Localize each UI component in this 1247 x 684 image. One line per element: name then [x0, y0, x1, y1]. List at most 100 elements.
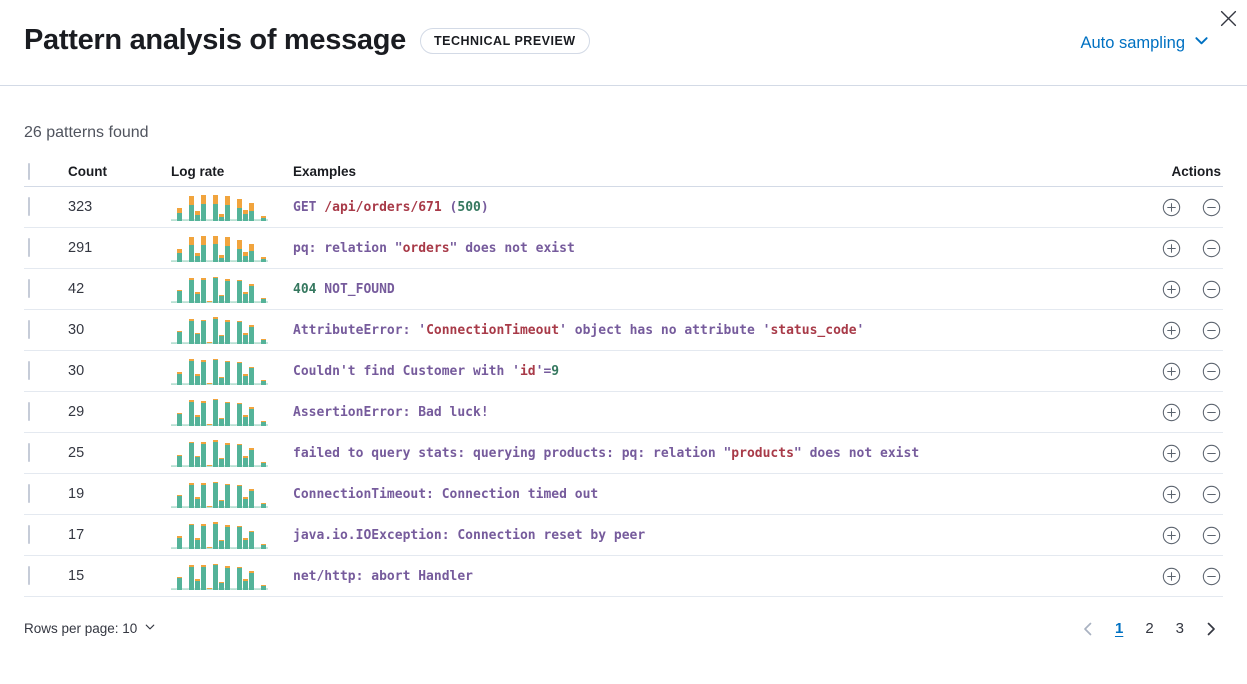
filter-in-pattern-button[interactable] [1162, 526, 1181, 545]
count-cell: 323 [68, 199, 93, 215]
table-body: 323 GET /api/orders/671 (500) 291 pq: re… [24, 187, 1223, 597]
column-header-count: Count [68, 164, 107, 179]
sampling-dropdown-label: Auto sampling [1080, 33, 1185, 52]
close-icon [1220, 10, 1237, 30]
flyout-content: 26 patterns found Count Log rate Example… [0, 86, 1247, 597]
filter-in-pattern-button[interactable] [1162, 321, 1181, 340]
plus-in-circle-icon [1162, 567, 1181, 589]
example-cell: pq: relation "orders" does not exist [293, 240, 575, 256]
count-cell: 17 [68, 527, 85, 543]
plus-in-circle-icon [1162, 444, 1181, 466]
minus-in-circle-icon [1202, 362, 1221, 384]
log-rate-sparkline [171, 316, 268, 344]
select-all-checkbox[interactable] [28, 163, 30, 180]
pagination: 1 2 3 [1076, 617, 1223, 640]
filter-in-pattern-button[interactable] [1162, 280, 1181, 299]
table-footer: Rows per page: 10 1 2 3 [0, 597, 1247, 640]
row-checkbox[interactable] [28, 197, 30, 216]
example-cell: net/http: abort Handler [293, 568, 474, 584]
minus-in-circle-icon [1202, 239, 1221, 261]
table-row: 29 AssertionError: Bad luck! [24, 392, 1223, 433]
row-checkbox[interactable] [28, 320, 30, 339]
filter-out-pattern-button[interactable] [1202, 403, 1221, 422]
plus-in-circle-icon [1162, 280, 1181, 302]
count-cell: 42 [68, 281, 85, 297]
example-cell: java.io.IOException: Connection reset by… [293, 527, 646, 543]
table-row: 30 Couldn't find Customer with 'id'=9 [24, 351, 1223, 392]
minus-in-circle-icon [1202, 485, 1221, 507]
filter-in-pattern-button[interactable] [1162, 485, 1181, 504]
filter-out-pattern-button[interactable] [1202, 444, 1221, 463]
filter-in-pattern-button[interactable] [1162, 567, 1181, 586]
log-rate-sparkline [171, 275, 268, 303]
table-header-row: Count Log rate Examples Actions [24, 157, 1223, 187]
filter-in-pattern-button[interactable] [1162, 198, 1181, 217]
close-button[interactable] [1214, 4, 1243, 33]
row-checkbox[interactable] [28, 484, 30, 503]
filter-out-pattern-button[interactable] [1202, 198, 1221, 217]
plus-in-circle-icon [1162, 526, 1181, 548]
filter-in-pattern-button[interactable] [1162, 362, 1181, 381]
plus-in-circle-icon [1162, 198, 1181, 220]
chevron-down-icon [144, 621, 156, 636]
plus-in-circle-icon [1162, 321, 1181, 343]
plus-in-circle-icon [1162, 403, 1181, 425]
minus-in-circle-icon [1202, 198, 1221, 220]
filter-out-pattern-button[interactable] [1202, 526, 1221, 545]
filter-out-pattern-button[interactable] [1202, 567, 1221, 586]
example-cell: Couldn't find Customer with 'id'=9 [293, 363, 560, 379]
example-cell: ConnectionTimeout: Connection timed out [293, 486, 599, 502]
row-checkbox[interactable] [28, 443, 30, 462]
row-checkbox[interactable] [28, 566, 30, 585]
count-cell: 291 [68, 240, 93, 256]
filter-out-pattern-button[interactable] [1202, 239, 1221, 258]
filter-out-pattern-button[interactable] [1202, 362, 1221, 381]
count-cell: 30 [68, 322, 85, 338]
example-cell: 404 NOT_FOUND [293, 281, 395, 297]
pagination-next-button[interactable] [1199, 619, 1223, 639]
filter-in-pattern-button[interactable] [1162, 239, 1181, 258]
count-cell: 29 [68, 404, 85, 420]
count-cell: 25 [68, 445, 85, 461]
row-checkbox[interactable] [28, 525, 30, 544]
pagination-page-1[interactable]: 1 [1108, 617, 1130, 640]
row-checkbox[interactable] [28, 402, 30, 421]
chevron-left-icon [1080, 622, 1096, 640]
rows-per-page-button[interactable]: Rows per page: 10 [24, 621, 156, 636]
log-rate-sparkline [171, 234, 268, 262]
minus-in-circle-icon [1202, 526, 1221, 548]
log-rate-sparkline [171, 193, 268, 221]
log-rate-sparkline [171, 357, 268, 385]
count-cell: 15 [68, 568, 85, 584]
log-rate-sparkline [171, 480, 268, 508]
table-row: 15 net/http: abort Handler [24, 556, 1223, 597]
count-cell: 19 [68, 486, 85, 502]
filter-in-pattern-button[interactable] [1162, 403, 1181, 422]
filter-out-pattern-button[interactable] [1202, 485, 1221, 504]
plus-in-circle-icon [1162, 239, 1181, 261]
pagination-page-2[interactable]: 2 [1138, 617, 1160, 640]
pagination-previous-button[interactable] [1076, 619, 1100, 639]
filter-out-pattern-button[interactable] [1202, 321, 1221, 340]
filter-in-pattern-button[interactable] [1162, 444, 1181, 463]
rows-per-page-label: Rows per page: 10 [24, 621, 138, 636]
table-row: 19 ConnectionTimeout: Connection timed o… [24, 474, 1223, 515]
sampling-dropdown[interactable]: Auto sampling [1080, 33, 1209, 53]
table-row: 30 AttributeError: 'ConnectionTimeout' o… [24, 310, 1223, 351]
table-row: 323 GET /api/orders/671 (500) [24, 187, 1223, 228]
filter-out-pattern-button[interactable] [1202, 280, 1221, 299]
table-row: 17 java.io.IOException: Connection reset… [24, 515, 1223, 556]
plus-in-circle-icon [1162, 362, 1181, 384]
table-row: 42 404 NOT_FOUND [24, 269, 1223, 310]
row-checkbox[interactable] [28, 238, 30, 257]
minus-in-circle-icon [1202, 280, 1221, 302]
count-cell: 30 [68, 363, 85, 379]
column-header-examples: Examples [293, 164, 357, 179]
chevron-down-icon [1194, 33, 1209, 53]
pagination-page-3[interactable]: 3 [1169, 617, 1191, 640]
row-checkbox[interactable] [28, 279, 30, 298]
example-cell: failed to query stats: querying products… [293, 445, 920, 461]
minus-in-circle-icon [1202, 444, 1221, 466]
row-checkbox[interactable] [28, 361, 30, 380]
